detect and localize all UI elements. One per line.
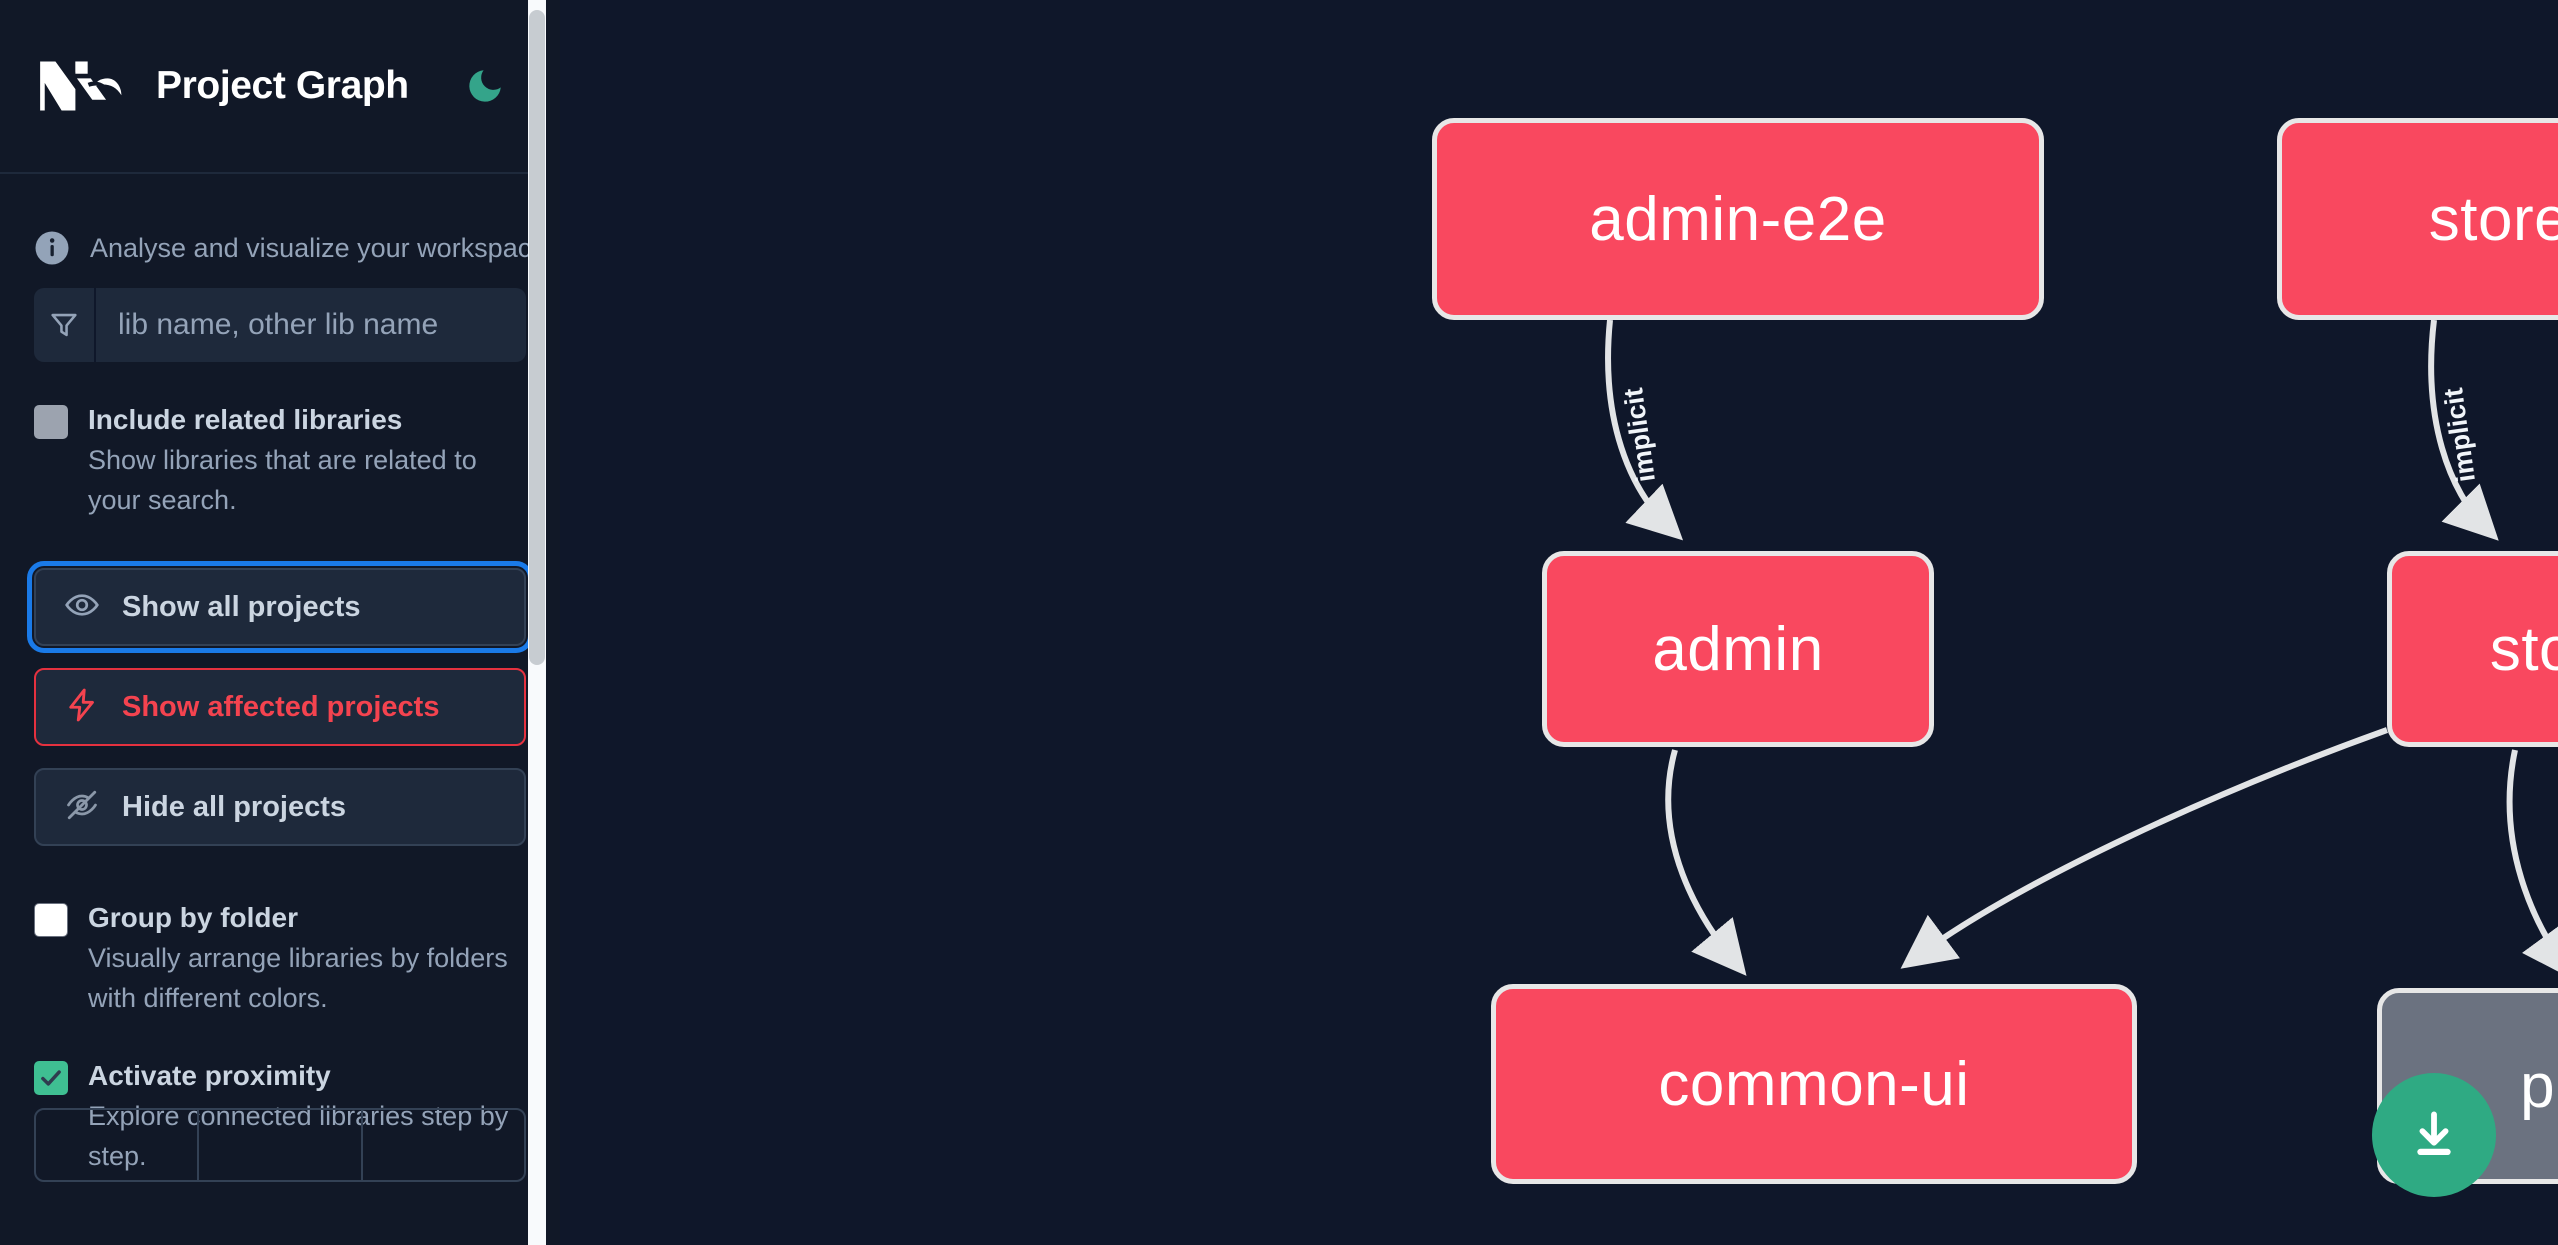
- activate-proximity-checkbox[interactable]: [34, 1061, 68, 1095]
- proximity-step-option-3[interactable]: [363, 1110, 524, 1180]
- sidebar-scrollbar-thumb[interactable]: [529, 10, 545, 665]
- proximity-step-option-2[interactable]: [199, 1110, 363, 1180]
- group-by-folder-checkbox[interactable]: [34, 903, 68, 937]
- graph-node-label: admin-e2e: [1589, 184, 1887, 254]
- sidebar-header: Project Graph: [0, 0, 560, 174]
- graph-node-label: products: [2520, 1051, 2558, 1121]
- filter-icon: [34, 288, 96, 362]
- page-title: Project Graph: [156, 64, 409, 107]
- eye-icon: [64, 587, 100, 628]
- moon-icon[interactable]: [463, 64, 507, 108]
- edge-label-store-e2e-to-store: implicit: [2438, 386, 2481, 484]
- button-label: Show all projects: [122, 590, 361, 623]
- search-input[interactable]: [96, 288, 526, 362]
- option-activate-proximity[interactable]: Activate proximity Explore connected lib…: [34, 1056, 526, 1176]
- eye-off-icon: [64, 787, 100, 828]
- analyse-text: Analyse and visualize your workspace.: [90, 232, 554, 263]
- graph-node-label: admin: [1652, 614, 1824, 684]
- option-label: Group by folder: [88, 902, 298, 933]
- graph-canvas[interactable]: admin-e2e store-e2e admin store common-ui pro…: [560, 0, 2558, 1245]
- show-all-projects-button[interactable]: Show all projects: [27, 561, 533, 653]
- checkmark-icon: [41, 1070, 61, 1086]
- sidebar-scrollbar[interactable]: [528, 0, 546, 1245]
- analyse-banner: Analyse and visualize your workspace.: [34, 174, 554, 278]
- option-label: Activate proximity: [88, 1060, 331, 1091]
- download-graph-button[interactable]: [2372, 1073, 2496, 1197]
- nx-logo-icon: [34, 55, 126, 117]
- sidebar-body: Analyse and visualize your workspace. In…: [0, 174, 560, 1182]
- graph-node-label: store: [2489, 614, 2558, 684]
- edge-store-to-products: [2506, 749, 2558, 981]
- edge-label-admin-e2e-to-admin: implicit: [1618, 386, 1661, 484]
- sidebar: Project Graph Analyse and visualize your…: [0, 0, 560, 1245]
- proximity-step-button-group[interactable]: [34, 1108, 526, 1182]
- option-label: Include related libraries: [88, 404, 403, 435]
- graph-node-store-e2e[interactable]: store-e2e: [2277, 118, 2558, 320]
- graph-node-admin-e2e[interactable]: admin-e2e: [1432, 118, 2044, 320]
- option-include-related-libraries[interactable]: Include related libraries Show libraries…: [34, 400, 526, 520]
- search-box[interactable]: [34, 288, 526, 362]
- graph-node-admin[interactable]: admin: [1542, 551, 1934, 747]
- button-label: Hide all projects: [122, 790, 347, 823]
- visibility-button-group: Show all projects Show affected projects: [27, 561, 533, 846]
- graph-node-store[interactable]: store: [2387, 551, 2558, 747]
- include-related-libraries-checkbox[interactable]: [34, 405, 68, 439]
- button-label: Show affected projects: [122, 690, 440, 723]
- option-description: Visually arrange libraries by folders wi…: [88, 943, 508, 1013]
- lightning-bolt-icon: [64, 687, 100, 728]
- edge-admin-to-common-ui: [1665, 749, 1747, 976]
- option-description: Explore connected libraries step by step…: [88, 1101, 509, 1171]
- hide-all-projects-button[interactable]: Hide all projects: [34, 768, 526, 846]
- option-description: Show libraries that are related to your …: [88, 445, 477, 515]
- sidebar-right-edge: [546, 0, 560, 1245]
- graph-node-label: common-ui: [1658, 1049, 1970, 1119]
- download-icon: [2417, 1111, 2451, 1156]
- info-icon: [34, 230, 70, 266]
- option-group-by-folder[interactable]: Group by folder Visually arrange librari…: [34, 898, 526, 1018]
- proximity-step-option-1[interactable]: [36, 1110, 200, 1180]
- graph-node-label: store-e2e: [2428, 184, 2558, 254]
- graph-node-common-ui[interactable]: common-ui: [1491, 984, 2137, 1184]
- edge-store-to-common-ui: [1900, 727, 2389, 969]
- show-affected-projects-button[interactable]: Show affected projects: [34, 668, 526, 746]
